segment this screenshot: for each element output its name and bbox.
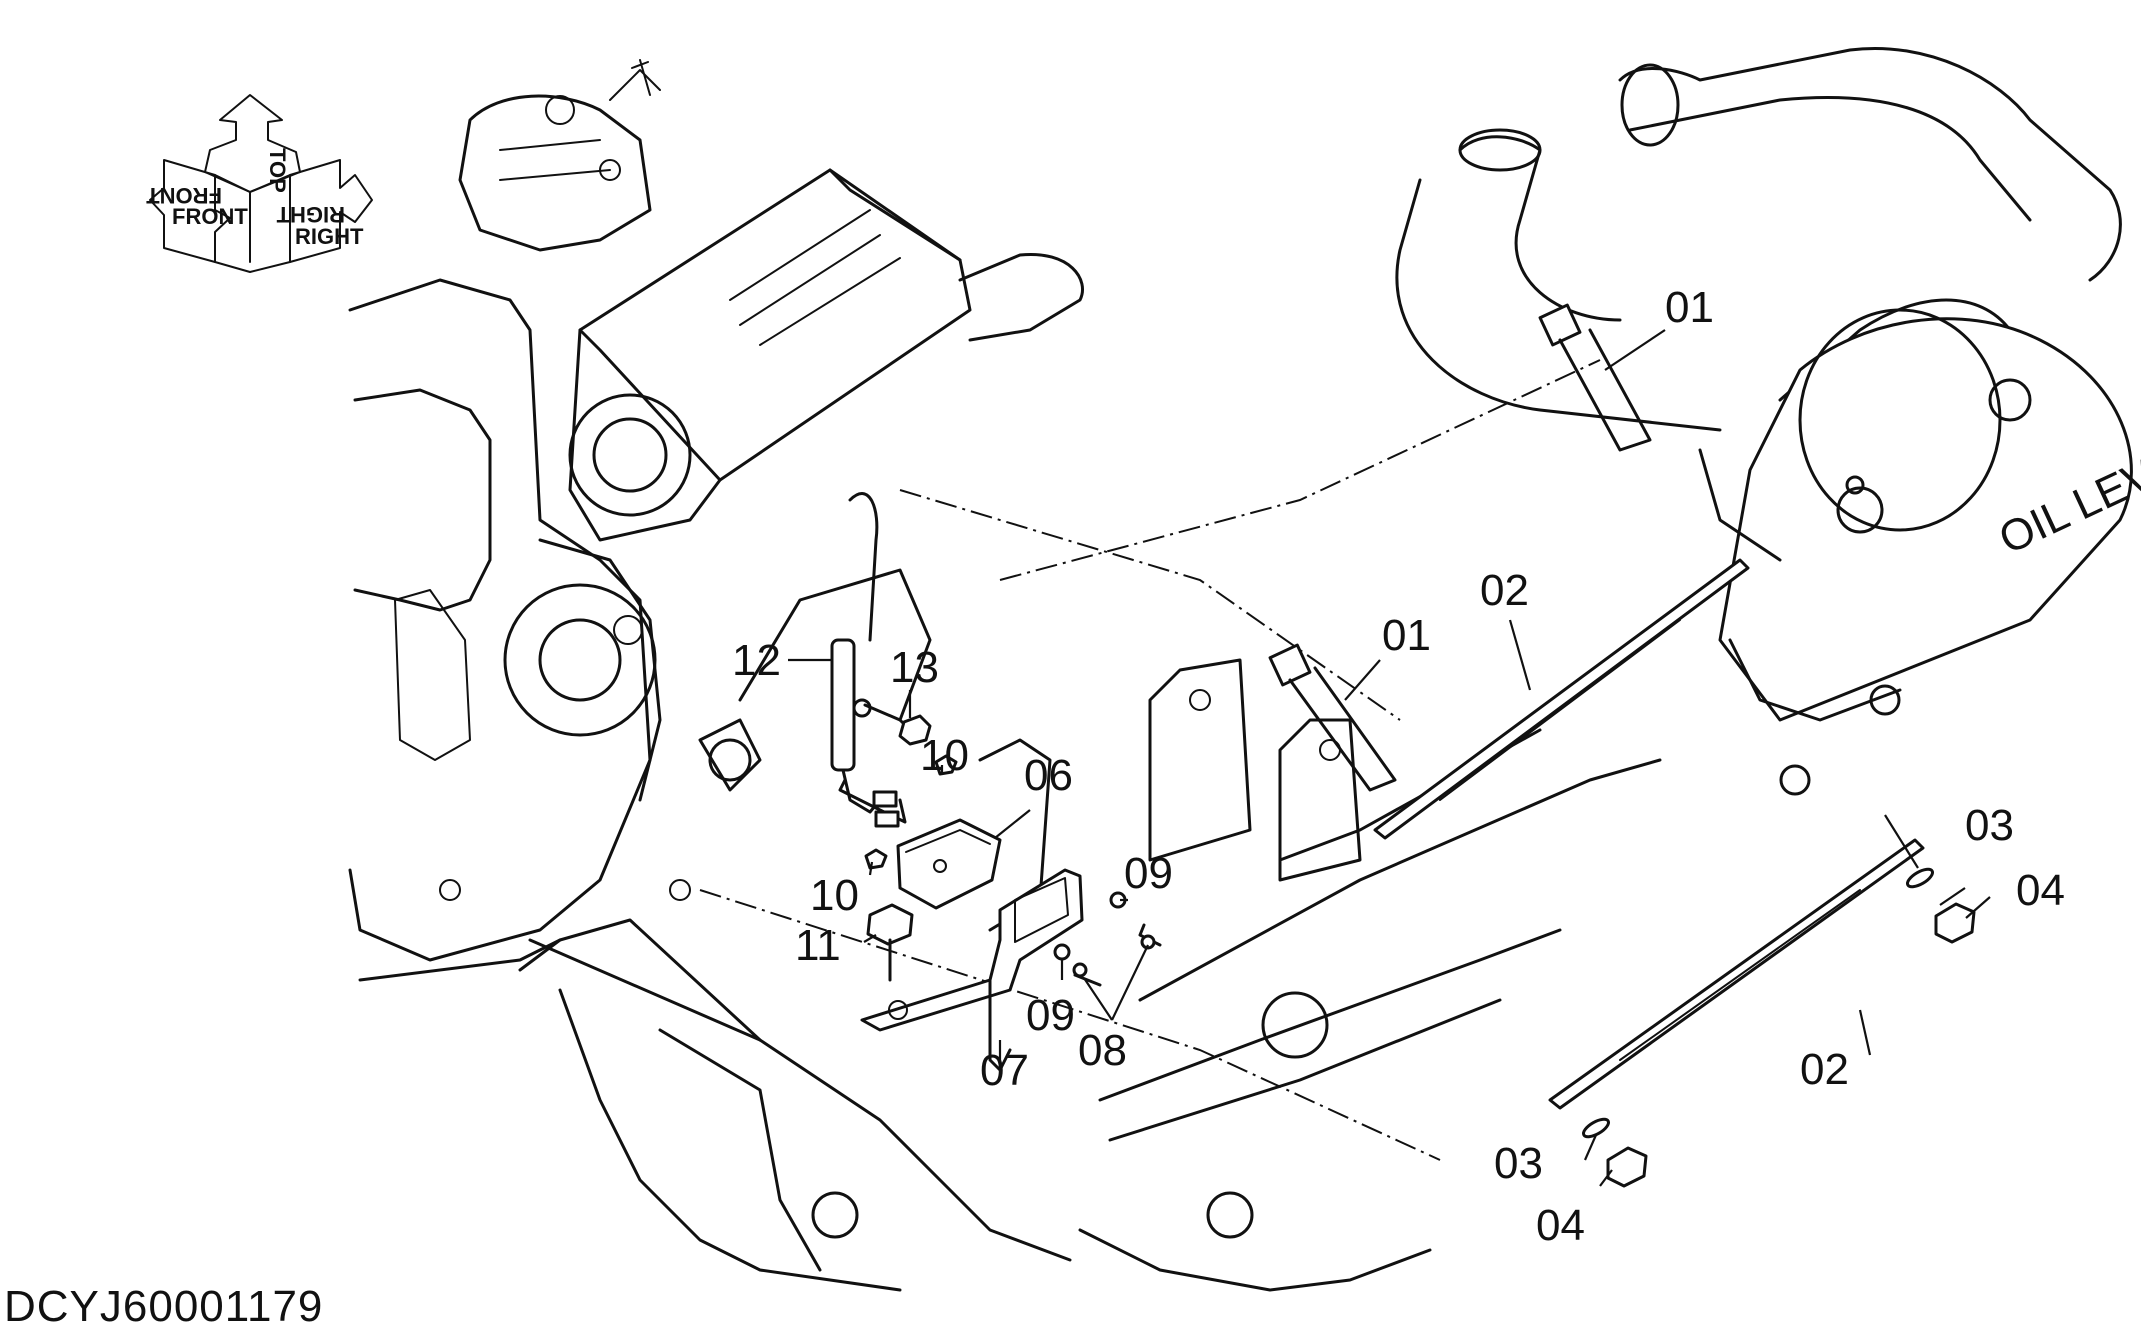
callout-06: 06: [1024, 751, 1073, 800]
callout-10-upper: 10: [920, 731, 969, 780]
front-label-mirrored: FRONT: [146, 183, 222, 208]
connector-a: [872, 790, 898, 808]
callout-03-right: 03: [1965, 801, 2014, 850]
callout-02-upper: 02: [1480, 566, 1529, 615]
callout-09-upper: 09: [1124, 849, 1173, 898]
bolt-01-upper: [1538, 303, 1652, 452]
front-label: FRONT: [172, 204, 248, 229]
callout-04-left: 04: [1536, 1201, 1585, 1250]
callout-04-right: 04: [2016, 866, 2065, 915]
bolt-01-lower: [1268, 643, 1397, 792]
callout-12: 12: [732, 636, 781, 685]
nut-04-right: [1934, 902, 1976, 944]
callout-01-upper: 01: [1665, 283, 1714, 332]
callout-08: 08: [1078, 1026, 1127, 1075]
connector-b: [874, 810, 900, 828]
callout-01-lower: 01: [1382, 611, 1431, 660]
bolt-08-lower-head: [1072, 962, 1088, 978]
leader-lines: [788, 329, 1991, 1187]
callout-09-lower: 09: [1026, 991, 1075, 1040]
washer-03-left: [1582, 1117, 1610, 1139]
nut-04-left: [1606, 1146, 1648, 1188]
mounting-bracket-07: [860, 868, 1084, 1072]
chassis-frame: [518, 359, 1662, 1292]
callout-02-lower: 02: [1800, 1045, 1849, 1094]
bolt-08-upper-head: [1140, 934, 1156, 950]
callout-11: 11: [795, 921, 841, 970]
callout-labels: 01 01 02 02 03 03 04 04 06 07 08 09 09 1…: [732, 283, 2065, 1250]
top-label: TOP: [265, 148, 290, 193]
right-label-mirrored: RIGHT: [276, 202, 345, 227]
callout-07: 07: [980, 1046, 1029, 1095]
washer-09-lower: [1053, 943, 1071, 961]
nut-10-lower: [864, 848, 888, 870]
orientation-arrows-icon: FRONT FRONT TOP RIGHT RIGHT: [146, 94, 373, 273]
right-label: RIGHT: [295, 224, 364, 249]
callout-10-lower: 10: [810, 871, 859, 920]
screw-13: [898, 714, 932, 746]
oil-level-sensor-harness: [830, 492, 932, 828]
figure-code: DCYJ60001179: [4, 1282, 324, 1331]
relay-06: [896, 818, 1002, 910]
engine-assembly: [348, 59, 691, 982]
mounting-bracket-upper: [1373, 558, 1750, 840]
air-cleaner: [568, 168, 1084, 542]
callout-03-left: 03: [1494, 1139, 1543, 1188]
mounting-bracket-lower: [1548, 838, 1925, 1110]
muffler-assembly: OIL LEVEL: [1395, 47, 2141, 796]
bolt-11: [866, 903, 914, 982]
callout-13: 13: [890, 643, 939, 692]
washer-03-right: [1906, 867, 1934, 889]
